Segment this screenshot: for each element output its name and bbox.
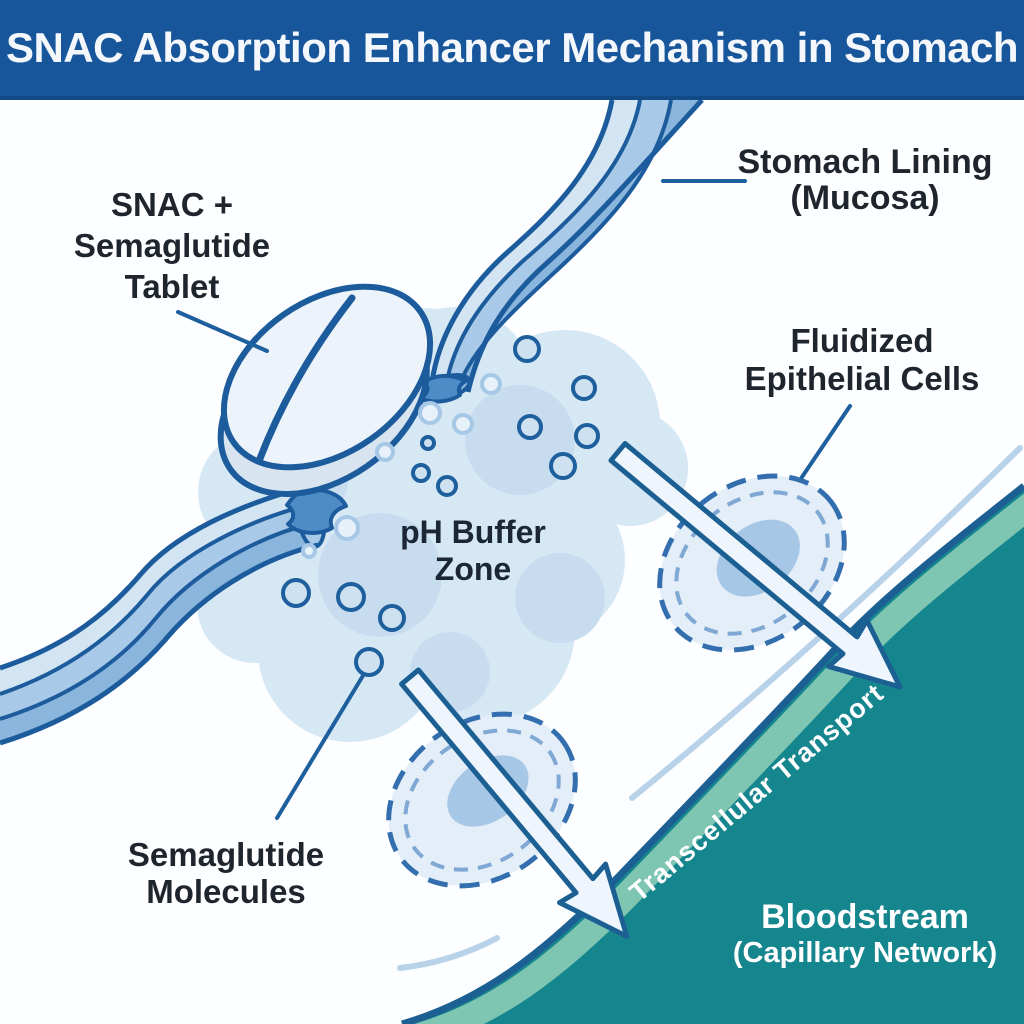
flow-accent-arcs [397,445,1023,971]
molecules-leader-line [275,672,366,820]
page-title: SNAC Absorption Enhancer Mechanism in St… [5,24,1019,71]
semaglutide-molecule [354,647,384,677]
transport-arrow-1 [608,441,903,690]
mucosa-splash-lower [285,487,348,535]
tablet-score-line [255,294,356,465]
snac-bubbles [281,335,600,677]
stomach-lining-ribbon-upper [417,98,704,404]
cells-leader-line [800,404,852,479]
leader-lines [176,179,852,479]
header-banner: SNAC Absorption Enhancer Mechanism in St… [0,0,1024,100]
bloodstream-boundary [401,483,1024,1024]
tablet-leader-line [176,310,269,353]
transport-arrow-2 [399,667,630,939]
capillary-wall-band [414,493,1024,1024]
